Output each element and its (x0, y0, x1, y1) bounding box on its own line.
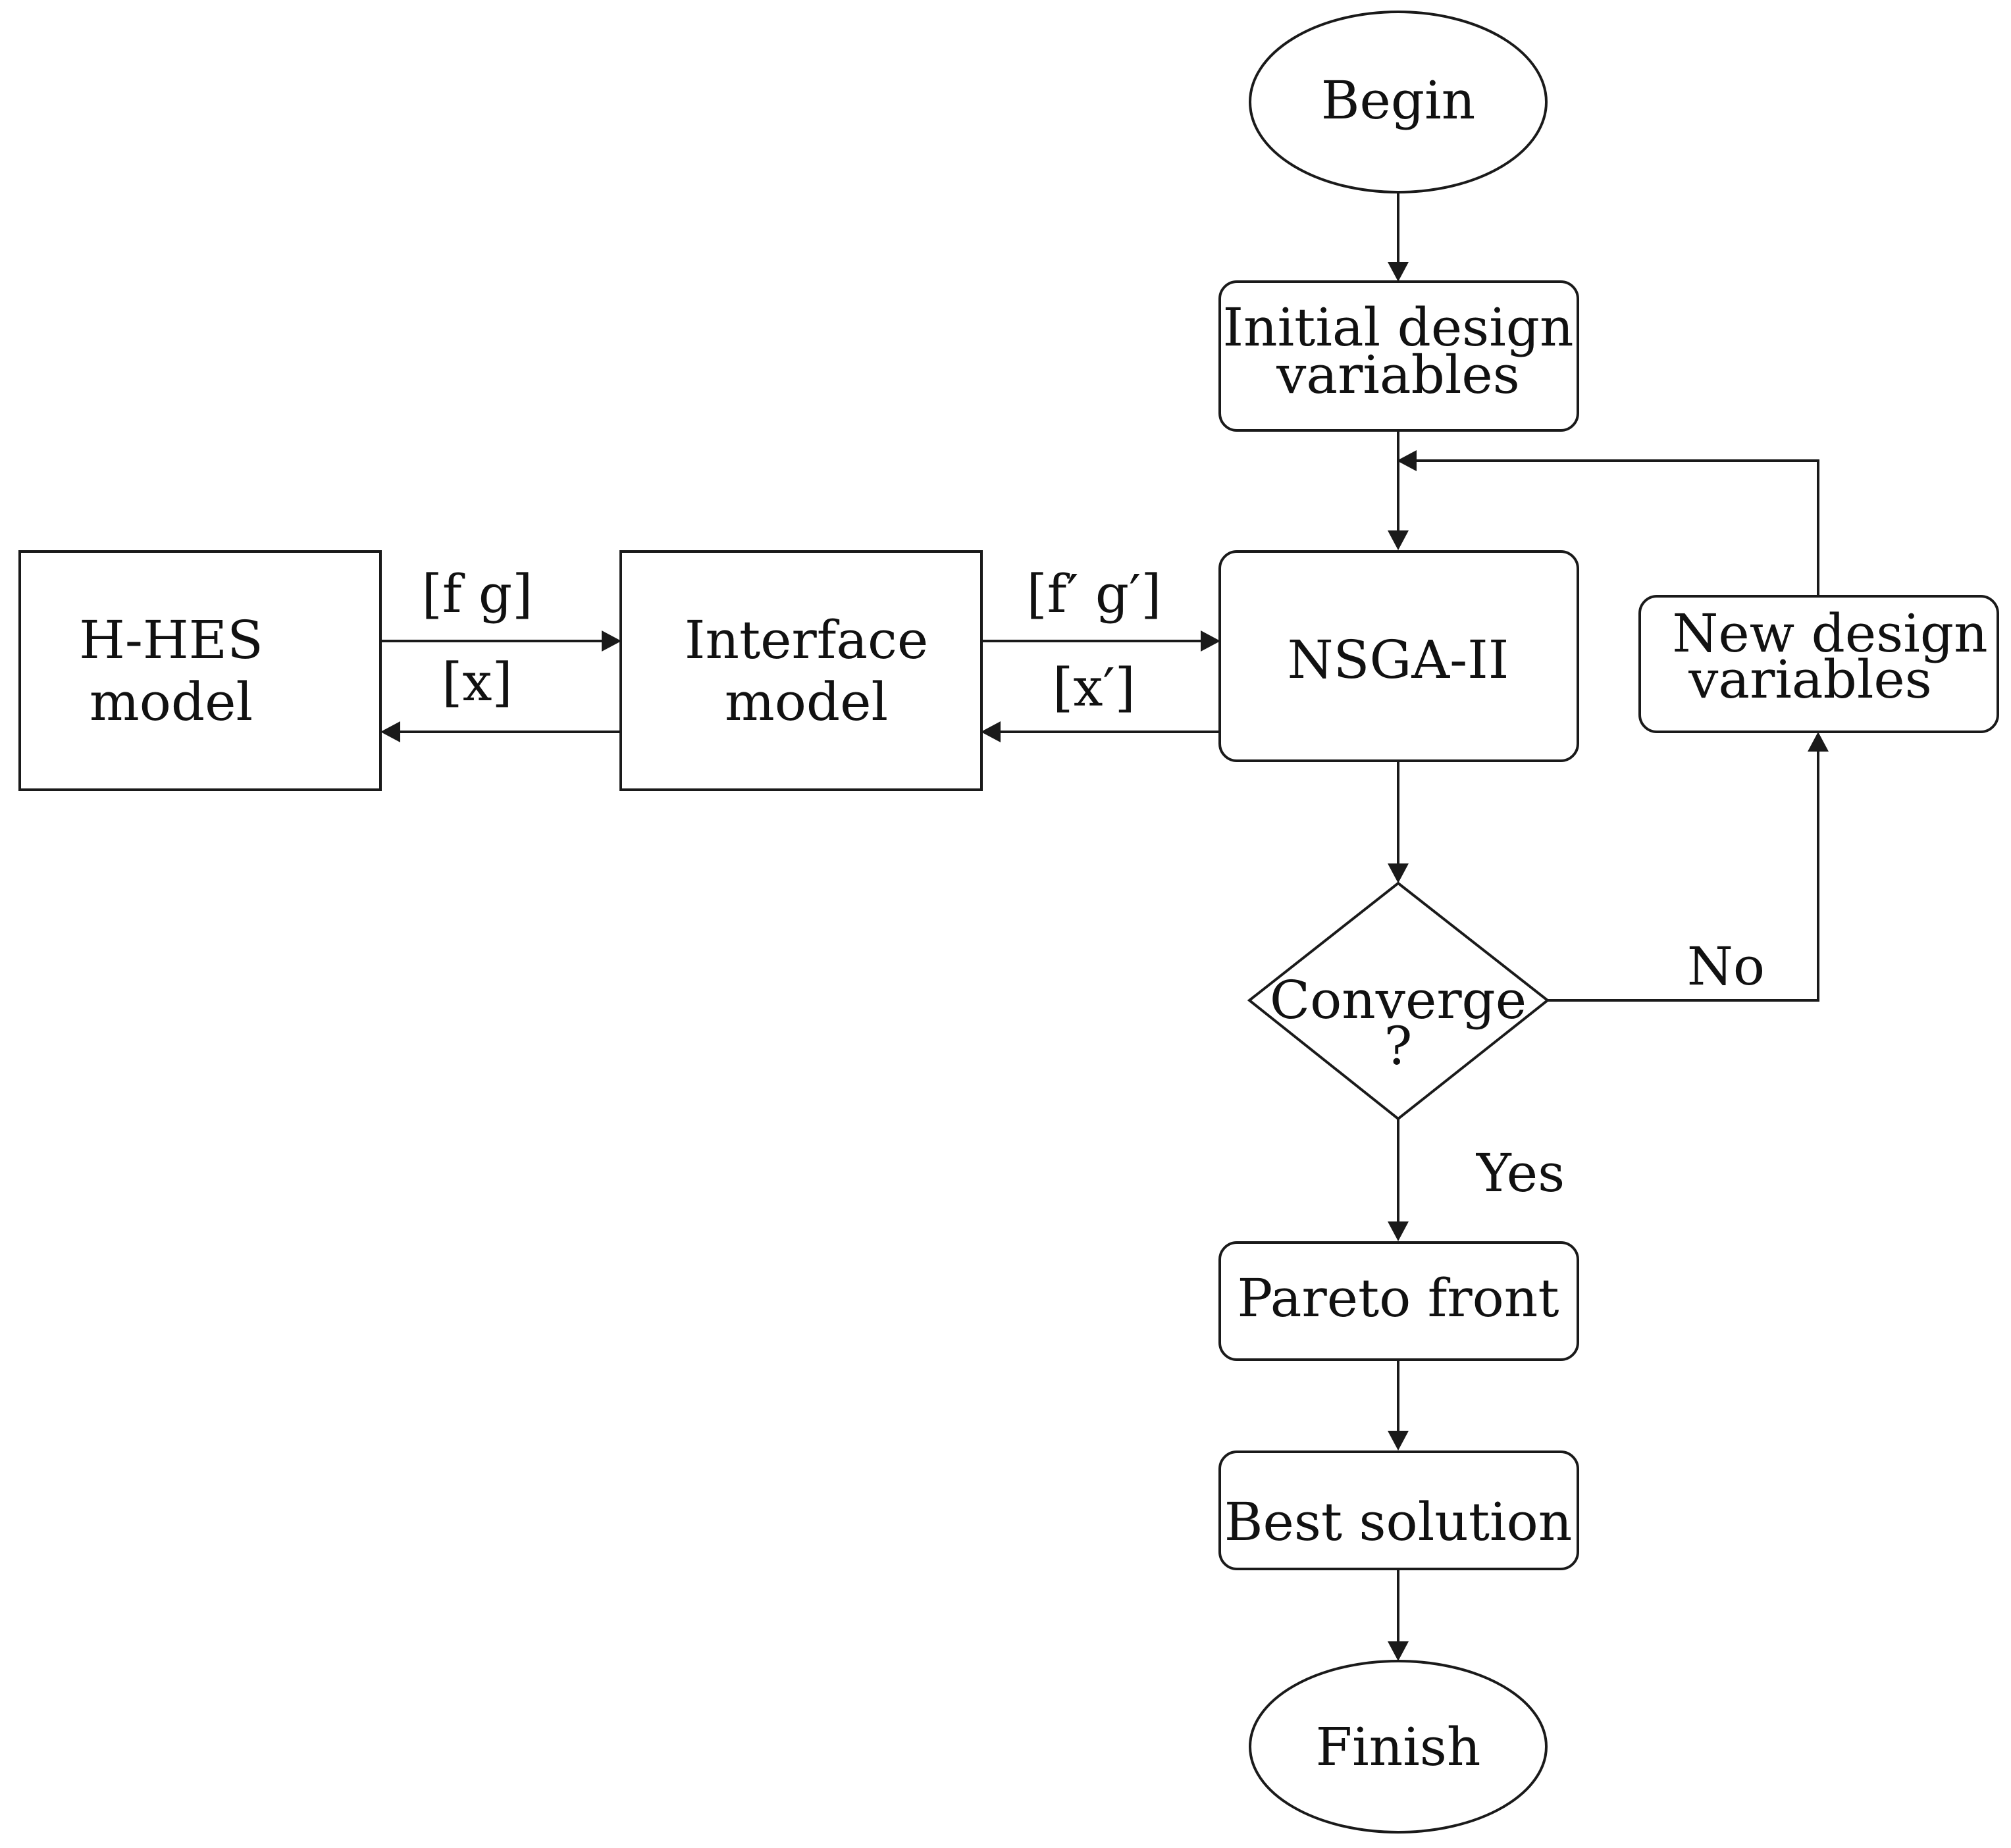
node-nsga-ii: NSGA-II (1218, 550, 1579, 762)
node-finish: Finish (1249, 1660, 1548, 1834)
arrowhead-new-nsga (1397, 450, 1417, 471)
node-interface-label-line2: model (725, 671, 888, 732)
arrowhead-hhes-interface (602, 630, 621, 652)
node-initial-label-line1: Initial design (1222, 297, 1573, 358)
node-interface-model: Interface model (619, 550, 983, 791)
node-nsga-label: NSGA-II (1288, 629, 1509, 690)
node-initial-design-variables: Initial design variables (1218, 280, 1579, 432)
node-interface-label-line1: Interface (685, 609, 928, 671)
arrowhead-converge-pareto (1388, 1221, 1409, 1241)
node-h-hes-model: H-HES model (18, 550, 382, 791)
edge-label-no: No (1687, 936, 1765, 997)
arrowhead-begin-initial (1388, 262, 1409, 282)
arrowhead-interface-hhes (380, 721, 400, 742)
node-new-label-line2: variables (1688, 649, 1932, 710)
node-converge-label-line2: ? (1384, 1015, 1413, 1077)
node-converge-decision: Converge ? (1247, 881, 1550, 1121)
node-hhes-label-line2: model (90, 671, 253, 732)
node-begin-label: Begin (1321, 70, 1475, 131)
arrowhead-nsga-interface (981, 721, 1001, 742)
node-pareto-label: Pareto front (1238, 1268, 1559, 1329)
arrowhead-pareto-best (1388, 1431, 1409, 1450)
arrowhead-best-finish (1388, 1641, 1409, 1661)
edge-label-fg: [f g] (422, 563, 533, 625)
edge-converge-no-to-new (1548, 750, 1819, 1002)
arrowhead-no-new (1808, 732, 1829, 752)
arrowhead-initial-nsga (1388, 530, 1409, 550)
node-finish-label: Finish (1316, 1716, 1481, 1778)
node-hhes-label-line1: H-HES (79, 609, 263, 671)
edge-label-yes: Yes (1476, 1142, 1565, 1204)
edge-new-to-nsga-input (1415, 459, 1819, 596)
node-best-label: Best solution (1224, 1491, 1573, 1553)
node-best-solution: Best solution (1218, 1450, 1579, 1570)
node-new-label-line1: New design (1672, 603, 1987, 664)
node-new-design-variables: New design variables (1638, 595, 1999, 733)
edge-label-x-prime: [x′] (1053, 657, 1136, 718)
node-initial-label-line2: variables (1276, 344, 1520, 405)
arrowhead-nsga-converge (1388, 863, 1409, 883)
edge-label-x: [x] (442, 652, 513, 713)
node-begin: Begin (1249, 11, 1548, 193)
arrowhead-interface-nsga (1201, 630, 1220, 652)
node-pareto-front: Pareto front (1218, 1241, 1579, 1361)
edge-label-fg-prime: [f′ g′] (1027, 563, 1162, 625)
node-converge-label-line1: Converge (1270, 969, 1527, 1031)
